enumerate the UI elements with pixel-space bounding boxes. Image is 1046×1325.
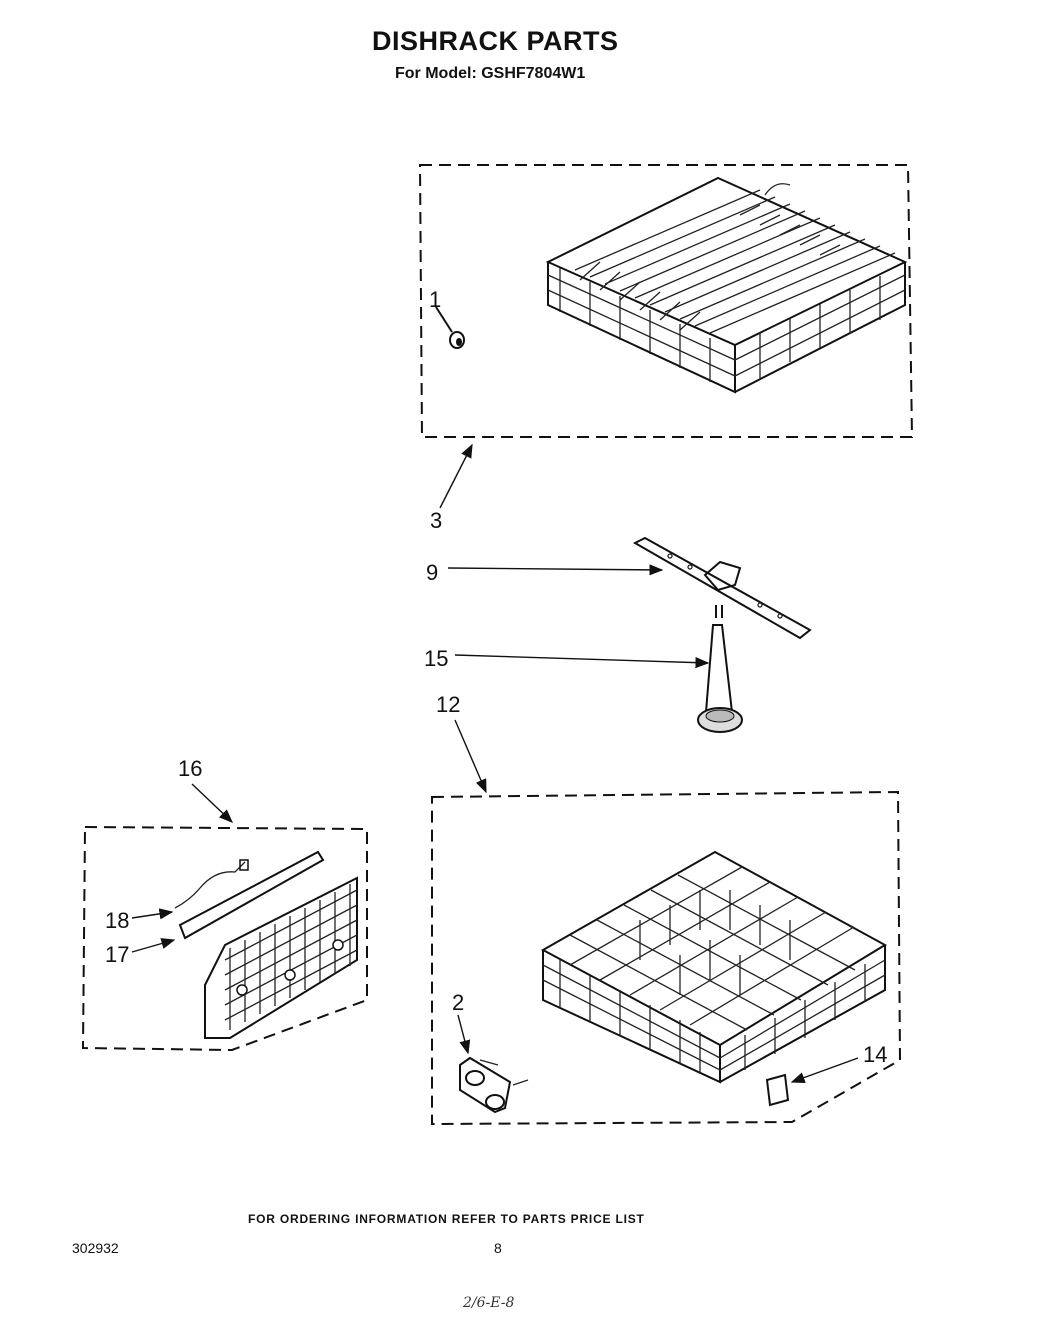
rack-clip-part-1 <box>435 306 465 349</box>
callout-9: 9 <box>426 560 438 585</box>
lower-dishrack-drawing <box>540 850 888 1084</box>
page-number: 8 <box>494 1240 502 1256</box>
upper-rack-box <box>418 164 914 438</box>
callout-16: 16 <box>178 756 202 781</box>
callout-1: 1 <box>429 287 441 312</box>
leader-15 <box>454 654 710 669</box>
leader-18 <box>131 908 174 920</box>
callout-18: 18 <box>105 908 129 933</box>
rack-clip-part-14 <box>765 1073 790 1107</box>
callout-2: 2 <box>452 990 464 1015</box>
lower-rack-box <box>431 790 902 1126</box>
spray-tower-part-15 <box>704 624 734 713</box>
leader-12 <box>454 719 487 794</box>
spray-arm-assembly <box>632 536 812 733</box>
page-title: DISHRACK PARTS <box>372 26 619 56</box>
leader-17 <box>131 938 176 953</box>
document-number: 302932 <box>72 1240 119 1256</box>
callout-3: 3 <box>430 508 442 533</box>
silverware-basket-group <box>81 825 368 1052</box>
callout-14: 14 <box>863 1042 887 1067</box>
callout-17: 17 <box>105 942 129 967</box>
upper-dishrack-drawing <box>545 176 908 394</box>
upper-rack-group: 1 <box>418 164 914 438</box>
leader-14 <box>790 1057 859 1083</box>
callout-15: 15 <box>424 646 448 671</box>
model-subtitle: For Model: GSHF7804W1 <box>395 65 586 82</box>
leader-16 <box>191 783 234 823</box>
ordering-note: FOR ORDERING INFORMATION REFER TO PARTS … <box>248 1212 645 1226</box>
leader-9 <box>447 564 664 576</box>
rack-wheel-part-2 <box>459 1056 529 1114</box>
handwritten-note: 2/6-E-8 <box>463 1295 515 1311</box>
silverware-basket-drawing <box>204 876 358 1039</box>
wire-part-18 <box>174 861 246 909</box>
silverware-basket-box <box>81 825 368 1052</box>
callout-12: 12 <box>436 692 460 717</box>
lower-rack-group: 2 14 <box>431 790 902 1126</box>
rack-bar-part-17 <box>178 850 325 940</box>
leader-2 <box>457 1014 471 1055</box>
spray-arm-part-9 <box>632 536 812 640</box>
leader-3 <box>439 443 473 509</box>
